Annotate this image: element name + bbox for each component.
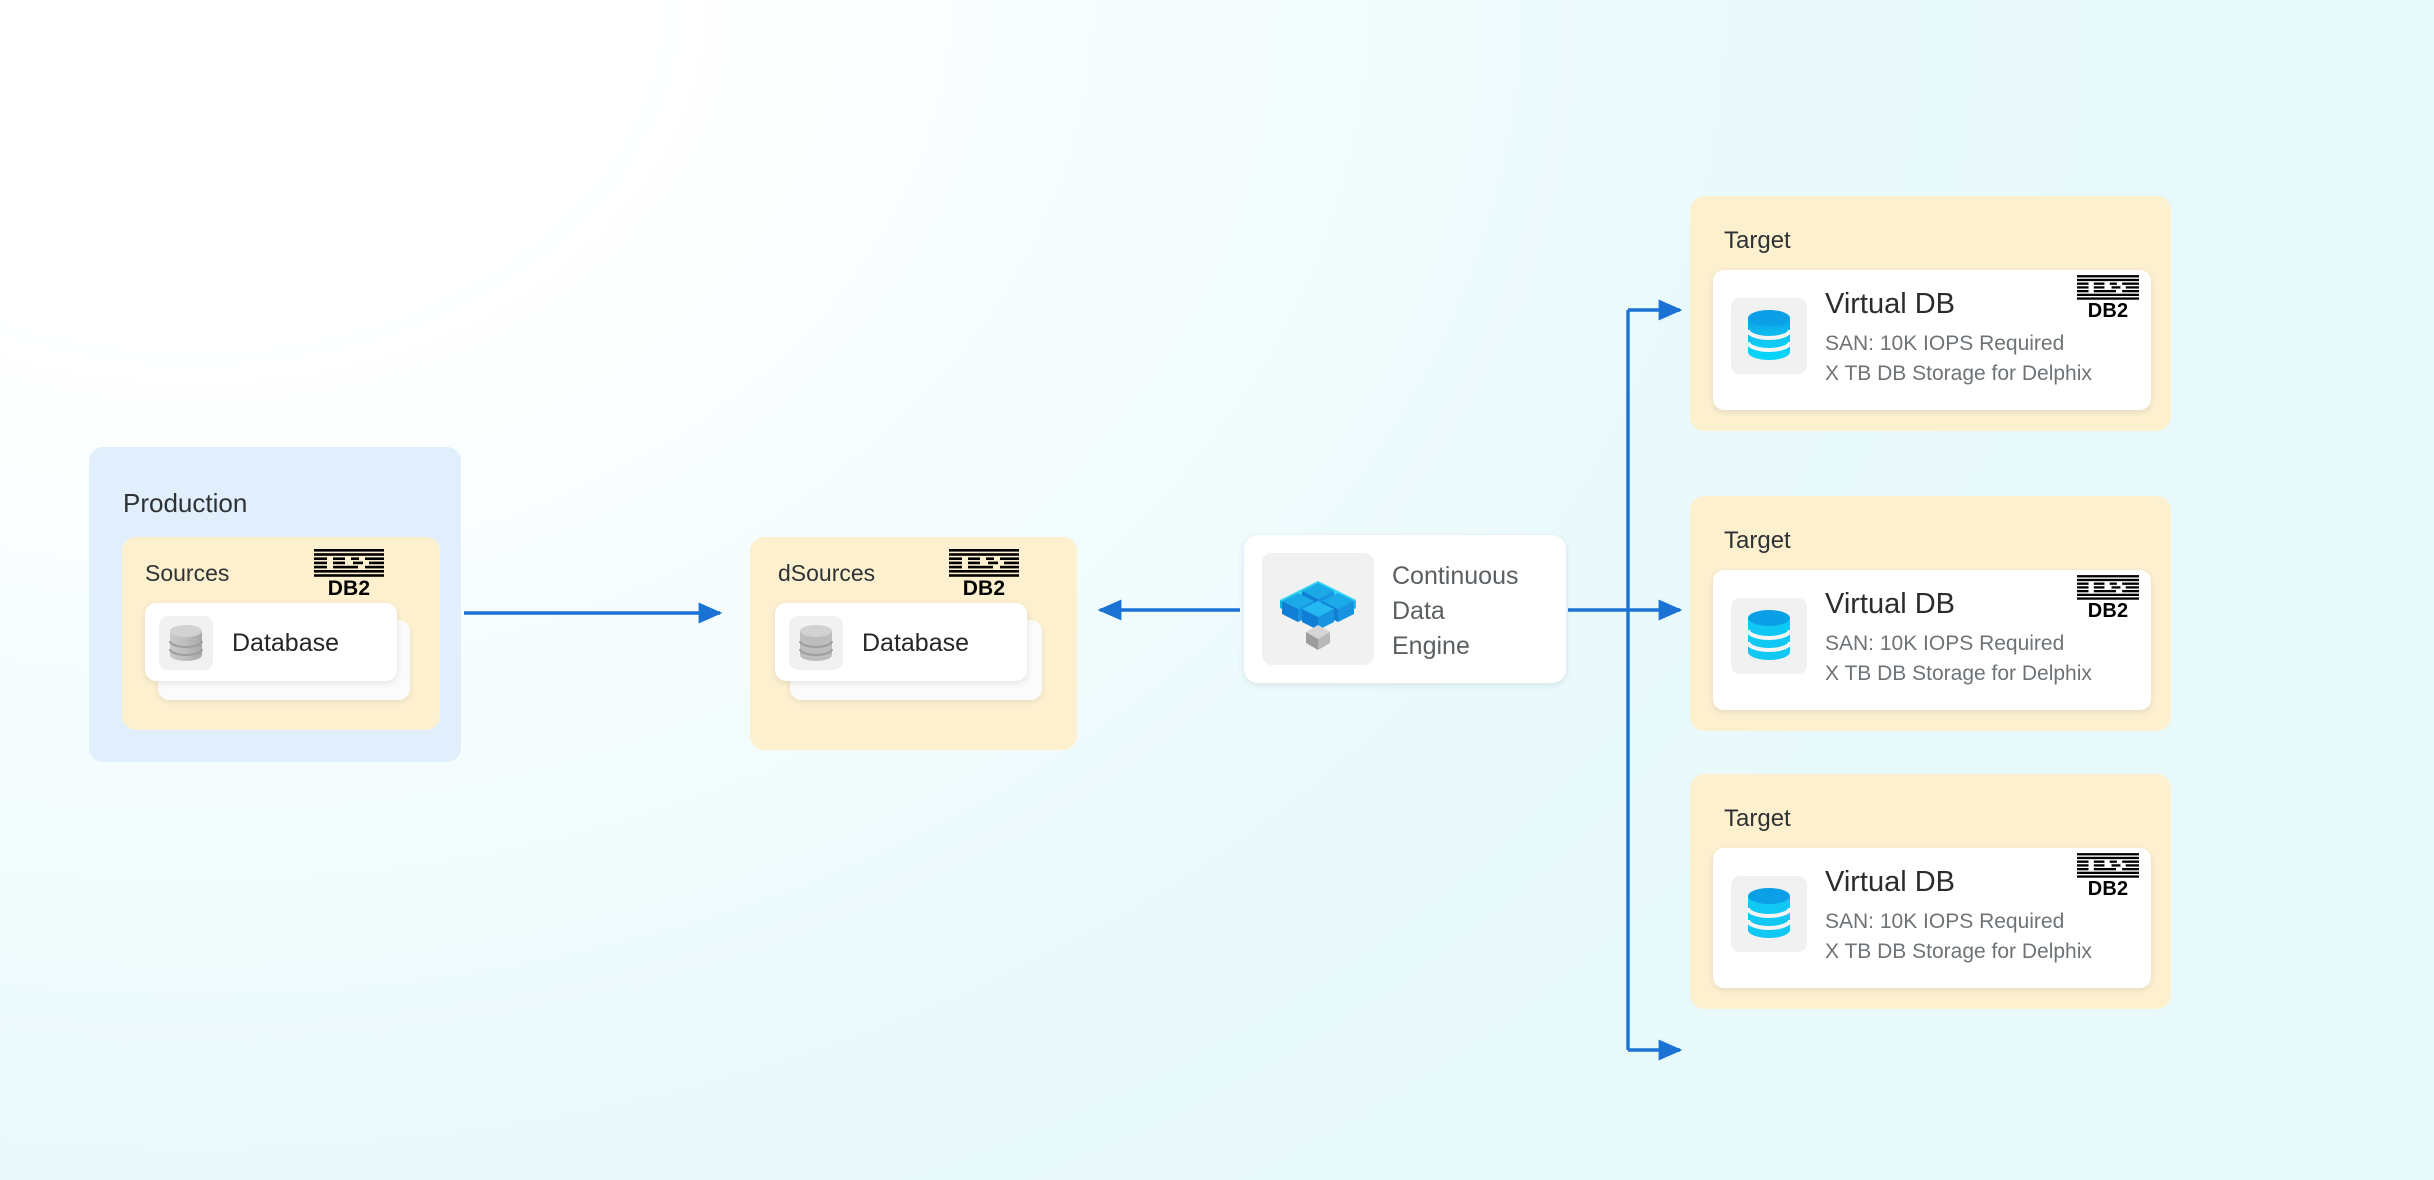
engine-label-line-1: Continuous bbox=[1392, 562, 1519, 590]
target-detail-3-2: X TB DB Storage for Delphix bbox=[1825, 940, 2092, 963]
db2-label: DB2 bbox=[962, 577, 1006, 600]
target-icon-tile-3 bbox=[1731, 876, 1807, 952]
engine-icon-tile bbox=[1262, 553, 1374, 665]
production-title: Production bbox=[123, 488, 248, 518]
virtual-db-cyan-icon bbox=[1746, 310, 1792, 360]
target-name-1: Virtual DB bbox=[1825, 288, 1956, 320]
target-detail-2-2: X TB DB Storage for Delphix bbox=[1825, 662, 2092, 685]
engine-label-line-3: Engine bbox=[1392, 632, 1470, 660]
ibm-icon bbox=[949, 549, 1019, 577]
virtual-db-cyan-icon bbox=[1746, 610, 1792, 660]
ibm-icon bbox=[2077, 275, 2139, 300]
target-name-3: Virtual DB bbox=[1825, 866, 1956, 898]
engine-label-line-2: Data bbox=[1392, 597, 1445, 625]
target-title-2: Target bbox=[1724, 527, 1791, 554]
virtual-db-cyan-icon bbox=[1746, 888, 1792, 938]
target-icon-tile-2 bbox=[1731, 598, 1807, 674]
dsources-database-label: Database bbox=[862, 629, 970, 657]
connector-engine-to-targets bbox=[1568, 299, 1683, 1061]
dsources-title: dSources bbox=[778, 560, 876, 586]
sources-title: Sources bbox=[145, 560, 230, 586]
dsources-ibm-db2-logo: DB2 bbox=[945, 549, 1023, 599]
target-detail-1-1: SAN: 10K IOPS Required bbox=[1825, 332, 2065, 355]
target-detail-2-1: SAN: 10K IOPS Required bbox=[1825, 632, 2065, 655]
db2-label: DB2 bbox=[2087, 878, 2129, 900]
target-name-2: Virtual DB bbox=[1825, 588, 1956, 620]
db2-label: DB2 bbox=[2087, 300, 2129, 322]
ibm-icon bbox=[2077, 575, 2139, 600]
ibm-icon bbox=[314, 549, 384, 577]
sources-ibm-db2-logo: DB2 bbox=[310, 549, 388, 599]
database-gray-icon bbox=[799, 625, 833, 661]
continuous-data-engine-icon bbox=[1280, 581, 1356, 650]
database-gray-icon bbox=[169, 625, 203, 661]
db2-label: DB2 bbox=[2087, 600, 2129, 622]
ibm-icon bbox=[2077, 853, 2139, 878]
target-icon-tile-1 bbox=[1731, 298, 1807, 374]
target-detail-1-2: X TB DB Storage for Delphix bbox=[1825, 362, 2092, 385]
dsources-database-icon-tile bbox=[789, 616, 843, 670]
sources-database-label: Database bbox=[232, 629, 340, 657]
db2-label: DB2 bbox=[327, 577, 371, 600]
target-title-1: Target bbox=[1724, 227, 1791, 254]
sources-database-icon-tile bbox=[159, 616, 213, 670]
target-ibm-db2-logo-1: DB2 bbox=[2072, 275, 2144, 321]
target-ibm-db2-logo-2: DB2 bbox=[2072, 575, 2144, 621]
target-detail-3-1: SAN: 10K IOPS Required bbox=[1825, 910, 2065, 933]
target-title-3: Target bbox=[1724, 805, 1791, 832]
target-ibm-db2-logo-3: DB2 bbox=[2072, 853, 2144, 899]
